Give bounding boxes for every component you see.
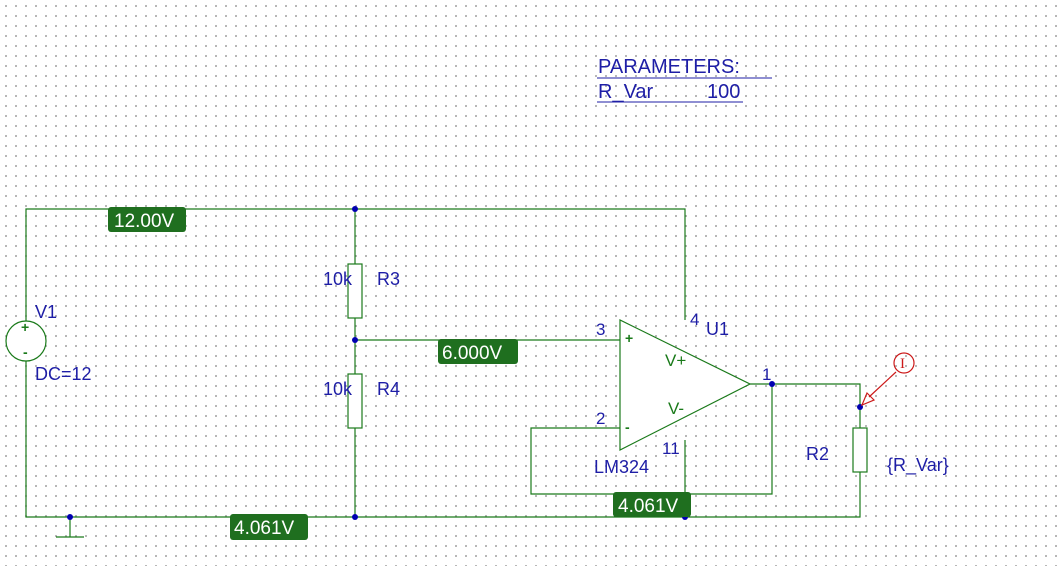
marker-box	[230, 514, 308, 540]
probe-arrowhead	[860, 391, 876, 407]
junction-dot	[67, 514, 73, 520]
r4-value: 10k	[323, 379, 353, 399]
voltage-marker-feedback-node[interactable]: 4.061V	[613, 492, 691, 517]
probe-symbol: I	[900, 356, 905, 372]
opamp-u1[interactable]: + - V+ V- 3 2 4 11 1 U1 LM324	[594, 310, 771, 477]
parameter-name: R_Var	[598, 81, 654, 103]
probe-circle	[893, 352, 915, 374]
r2-body	[852, 427, 868, 473]
opamp-pin-2: 2	[596, 409, 605, 428]
source-circle	[5, 320, 47, 362]
r3-ref: R3	[377, 269, 400, 289]
wire-output-to-r2[interactable]	[772, 383, 861, 428]
opamp-part: LM324	[594, 457, 649, 477]
voltage-marker-mid-node[interactable]: 6.000V	[438, 339, 518, 364]
junction-dot	[352, 206, 358, 212]
voltage-marker-top-rail[interactable]: 12.00V	[108, 207, 186, 232]
r3-value: 10k	[323, 269, 353, 289]
source-plus-sign: +	[21, 319, 29, 335]
opamp-pin-3: 3	[596, 320, 605, 339]
opamp-plus-sign: +	[625, 330, 633, 346]
r4-ref: R4	[377, 379, 400, 399]
junction-dot	[352, 514, 358, 520]
wire-feedback-loop[interactable]	[530, 384, 773, 495]
opamp-pin-11: 11	[662, 439, 680, 458]
r2-value: {R_Var}	[887, 455, 949, 476]
voltage-marker-ground-rail[interactable]: 4.061V	[230, 514, 308, 540]
r2-ref: R2	[806, 444, 829, 464]
marker-text: 4.061V	[234, 518, 295, 539]
source-value: DC=12	[35, 364, 92, 384]
parameter-value: 100	[707, 81, 740, 103]
probe-line	[868, 371, 897, 398]
junction-dot	[769, 381, 775, 387]
opamp-pin-4: 4	[690, 310, 699, 329]
r3-body	[347, 263, 363, 319]
opamp-pin-1: 1	[762, 365, 771, 384]
marker-text: 12.00V	[114, 211, 175, 232]
marker-text: 6.000V	[442, 343, 503, 364]
r4-body	[347, 373, 363, 429]
resistor-r3[interactable]: 10k R3	[323, 263, 400, 319]
marker-text: 4.061V	[618, 496, 679, 517]
parameters-header: PARAMETERS:	[598, 56, 740, 78]
junction-dot	[352, 337, 358, 343]
voltage-source-v1[interactable]: + - V1 DC=12	[5, 302, 92, 384]
opamp-ref: U1	[706, 319, 729, 339]
wire-ground-rail[interactable]	[25, 360, 861, 518]
marker-box	[438, 339, 518, 364]
opamp-triangle	[619, 319, 752, 451]
resistor-r4[interactable]: 10k R4	[323, 373, 400, 429]
source-minus-sign: -	[23, 344, 28, 360]
parameters-block[interactable]: PARAMETERS: R_Var 100	[597, 56, 772, 103]
source-ref: V1	[35, 302, 57, 322]
current-probe[interactable]: I	[860, 352, 915, 407]
opamp-vpos-label: V+	[665, 351, 686, 370]
resistor-r2[interactable]: R2 {R_Var}	[806, 427, 949, 476]
opamp-minus-sign: -	[625, 419, 630, 435]
marker-box	[108, 207, 186, 232]
opamp-vneg-label: V-	[668, 399, 684, 418]
marker-box	[613, 492, 691, 517]
wires	[25, 208, 861, 537]
